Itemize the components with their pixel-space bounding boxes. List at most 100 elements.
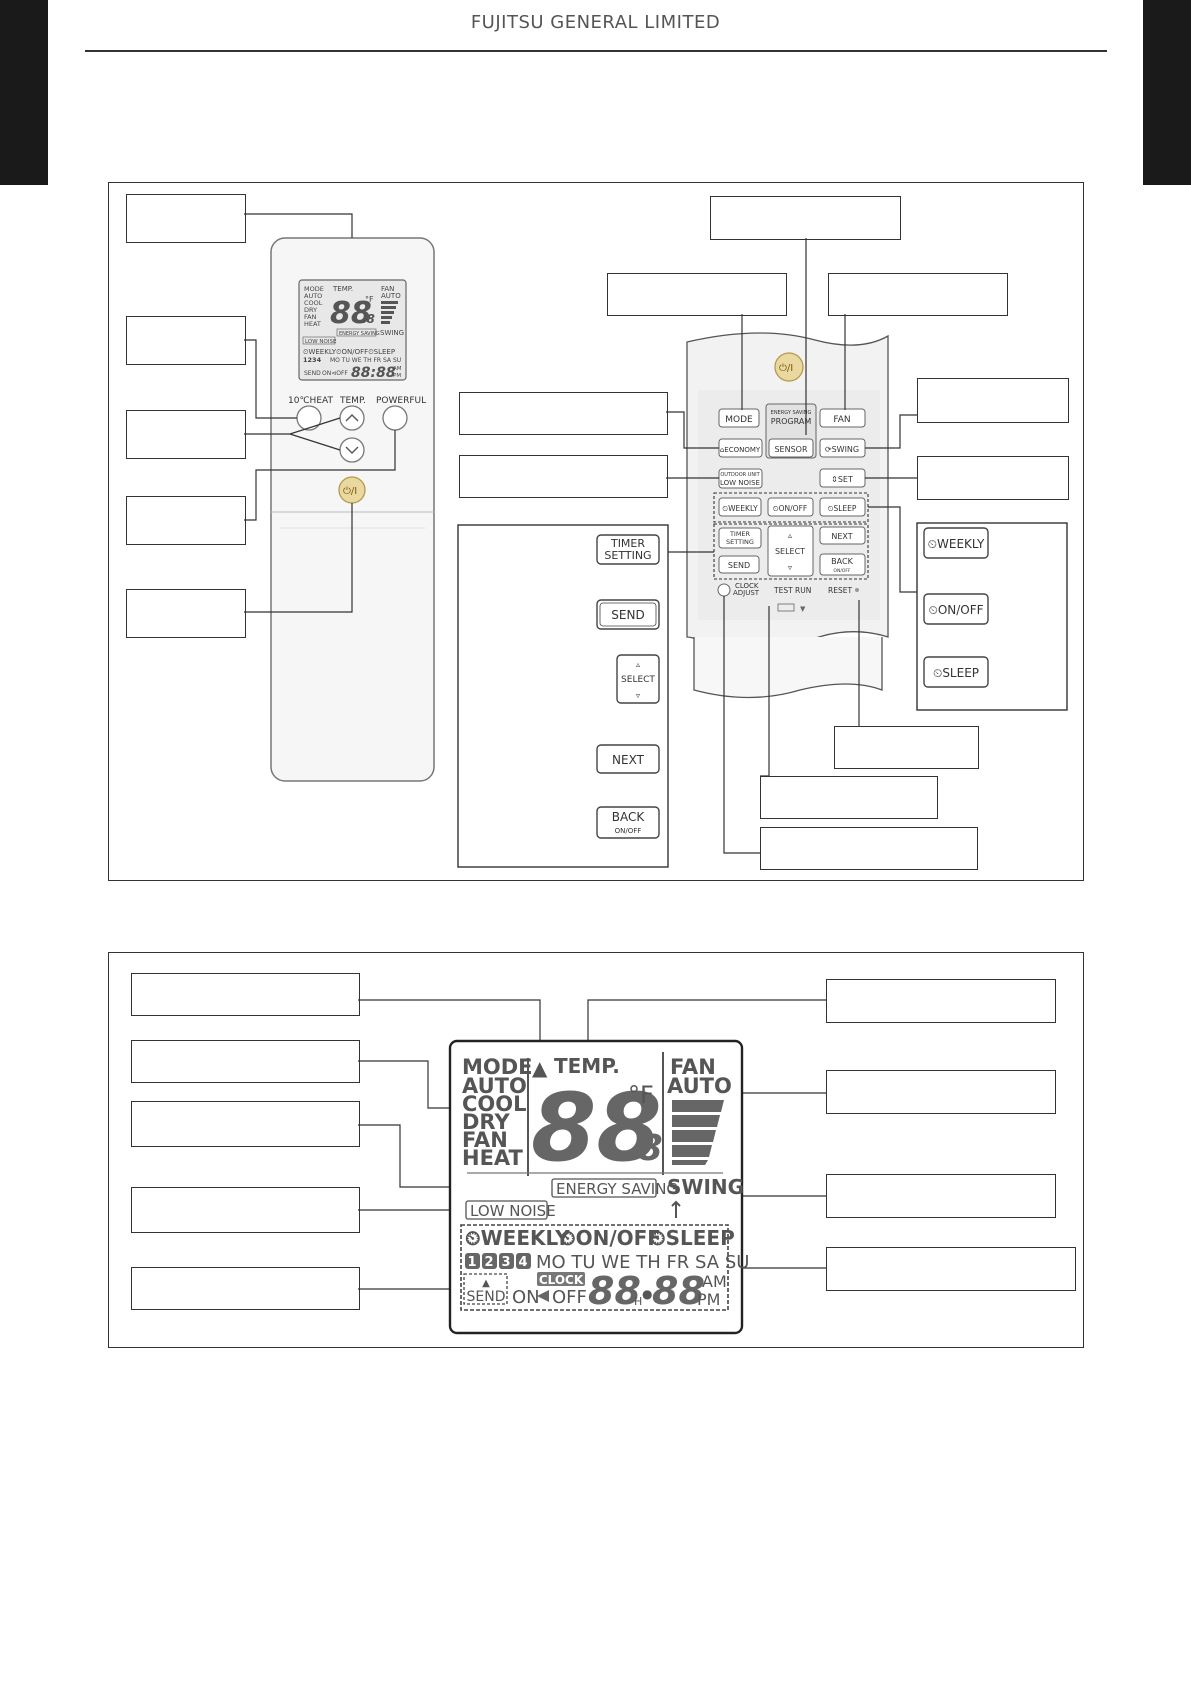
mini-lcd: MODE AUTO COOL DRY FAN HEAT TEMP. 88 .8 … [298,279,407,381]
detail-next-button[interactable] [596,744,660,774]
svg-text:.8: .8 [362,312,375,326]
svg-text:▿: ▿ [788,563,792,572]
heat10-button[interactable] [296,405,322,431]
sleep-button[interactable] [819,497,866,517]
temp-label: TEMP. [339,396,366,406]
callout-set [917,456,1069,500]
svg-text:MO TU WE TH FR SA SU: MO TU WE TH FR SA SU [330,357,401,364]
svg-text:⇕SET: ⇕SET [831,475,853,484]
callout-timer-clock [826,1247,1076,1291]
remote-diagram: MODE AUTO COOL DRY FAN HEAT TEMP. 88 .8 … [244,213,1068,868]
svg-text:PROGRAM: PROGRAM [771,417,812,426]
send-button[interactable] [718,555,760,574]
callout-fan [828,273,1008,316]
next-button[interactable] [819,526,866,545]
svg-text:FAN: FAN [304,313,317,321]
timer-setting-button[interactable] [718,527,762,549]
sensor-button[interactable] [768,438,814,458]
svg-text:HEAT: HEAT [304,320,321,328]
svg-text:SELECT: SELECT [775,547,805,556]
heat10-label: 10℃HEAT [288,396,333,406]
detail-sleep-button[interactable] [923,656,989,688]
svg-text:ENERGY SAVING: ENERGY SAVING [339,331,380,337]
svg-text:SETTING: SETTING [604,549,651,562]
svg-text:88:88: 88:88 [351,365,396,381]
timer-mode-group [713,492,869,523]
detail-select-button[interactable] [616,654,660,704]
callout-mode [607,273,787,316]
svg-text:LOW NOISE: LOW NOISE [720,479,760,487]
callout-temp-setting [826,979,1056,1023]
svg-text:1234: 1234 [303,356,322,364]
powerful-label: POWERFUL [376,396,426,406]
callout-fan-speed [826,1070,1056,1114]
svg-text:TEST RUN: TEST RUN [773,586,811,595]
svg-text:SELECT: SELECT [621,675,655,685]
svg-text:⏲ON/OFF: ⏲ON/OFF [773,504,807,513]
callout-temp-arrow [131,973,360,1016]
svg-text:TIMER: TIMER [610,537,645,550]
fan-button[interactable] [819,408,866,428]
svg-text:PM: PM [393,373,401,379]
callout-operation-mode [131,1040,360,1083]
power-icon: ⏻/I [343,486,357,497]
svg-text:AUTO: AUTO [381,292,401,300]
callout-reset [834,726,979,769]
detail-on-off-button[interactable] [923,593,989,625]
right-section-tab [1143,0,1191,185]
svg-text:BACK: BACK [831,557,853,566]
svg-text:SWING: SWING [380,329,404,337]
callout-remote-body [126,194,246,243]
svg-text:ON/OFF: ON/OFF [615,827,642,835]
svg-text:⏲SLEEP: ⏲SLEEP [828,504,857,513]
svg-text:SEND: SEND [304,370,321,377]
svg-text:⏲WEEKLY: ⏲WEEKLY [928,537,985,551]
svg-text:▿: ▿ [636,691,640,700]
svg-text:COOL: COOL [304,299,323,307]
svg-text:SEND: SEND [611,608,644,622]
clock-adjust-button[interactable] [717,583,731,597]
page-header: FUJITSU GENERAL LIMITED [470,12,721,33]
detail-back-button[interactable] [596,806,660,839]
battery-icon [777,603,795,612]
svg-text:DRY: DRY [304,306,317,314]
weekly-button[interactable] [718,497,762,517]
svg-text:▵: ▵ [636,660,640,669]
svg-text:TEMP.: TEMP. [332,285,353,293]
select-button[interactable] [767,525,814,577]
callout-lcd-send [131,1267,360,1310]
svg-text:FAN: FAN [381,285,394,293]
svg-text:⟳SWING: ⟳SWING [825,445,859,454]
svg-text:SETTING: SETTING [726,538,754,546]
detail-weekly-button[interactable] [923,527,989,559]
svg-text:FAN: FAN [833,415,850,425]
svg-text:⌂ECONOMY: ⌂ECONOMY [720,446,761,454]
mode-button[interactable] [718,408,760,428]
back-button[interactable] [819,553,866,576]
callout-clock-adjust [760,827,978,870]
temp-down-button[interactable] [339,437,365,463]
panel-power-button[interactable] [774,352,804,382]
detail-timer-setting-button[interactable] [596,534,660,565]
reset-pinhole[interactable] [855,588,859,592]
svg-text:SENSOR: SENSOR [774,445,807,454]
svg-text:ON/OFF: ON/OFF [833,568,851,574]
callout-swing [917,378,1069,423]
on-off-timer-button[interactable] [767,497,814,517]
svg-text:ENERGY SAVING: ENERGY SAVING [771,410,812,416]
temp-up-button[interactable] [339,405,365,431]
svg-text:AUTO: AUTO [304,292,322,300]
svg-text:MODE: MODE [725,415,753,425]
svg-text:LOW NOISE: LOW NOISE [305,339,337,345]
detail-send-button[interactable] [596,599,660,630]
svg-text:⏲ON/OFF: ⏲ON/OFF [928,603,983,617]
callout-lcd-low-noise [131,1187,360,1233]
svg-text:ADJUST: ADJUST [733,589,760,597]
svg-text:°F: °F [365,295,374,304]
panel-power-icon: ⏻/I [779,363,793,374]
svg-text:⏲WEEKLY: ⏲WEEKLY [722,504,758,513]
callout-lcd-swing [826,1174,1056,1218]
callout-test-run [760,776,938,819]
powerful-button[interactable] [382,405,408,431]
chevron-up-icon [345,414,359,422]
